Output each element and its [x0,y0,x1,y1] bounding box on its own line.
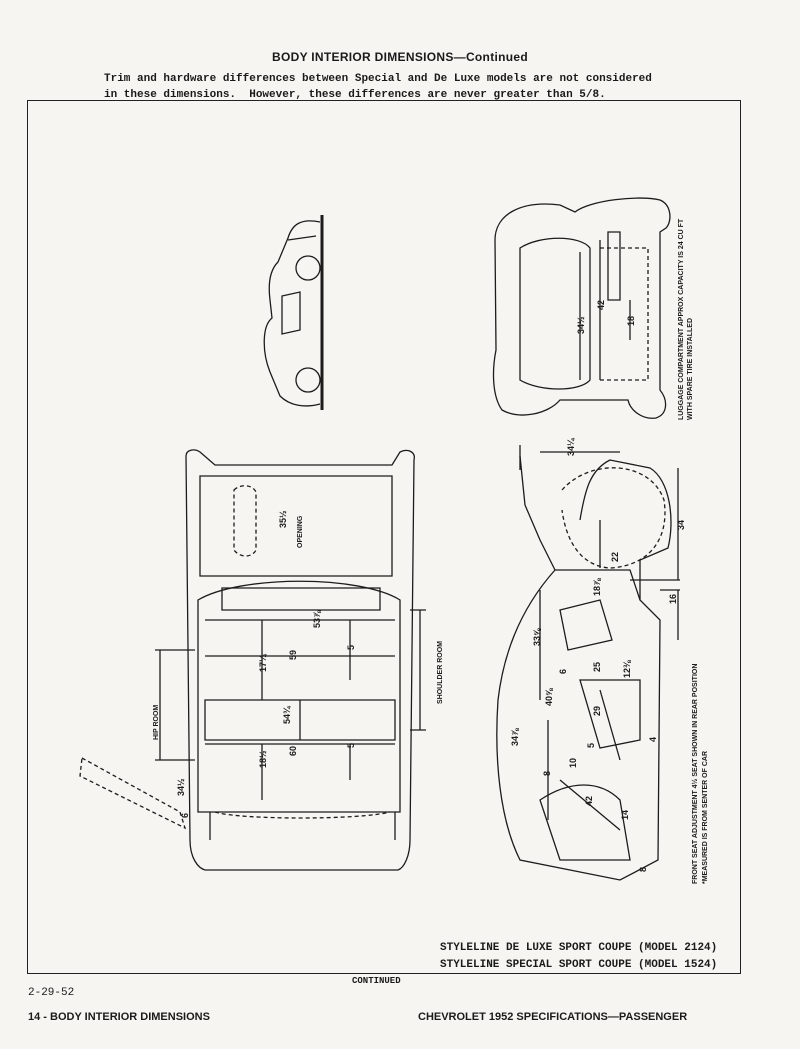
dim-opening: 35½ [278,510,288,528]
dim-18-side: 18⅞ [592,578,602,596]
dim-10: 10 [568,758,578,768]
caption-deluxe: STYLELINE DE LUXE SPORT COUPE (MODEL 212… [440,942,718,954]
dim-34-plan: 34½ [176,778,186,796]
dim-59: 59 [288,650,298,660]
dim-4: 4 [648,737,658,742]
dim-29: 29 [592,706,602,716]
hip-room-label: HIP ROOM [153,705,160,740]
dim-8: 8 [542,771,552,776]
figure-frame [27,100,741,974]
dim-5c: 5 [586,743,596,748]
car-side-view [263,215,324,410]
dim-5b: 5 [346,743,356,748]
dim-18: 18½ [258,750,268,768]
page-title: BODY INTERIOR DIMENSIONS—Continued [272,50,528,64]
intro-text: Trim and hardware differences between Sp… [104,71,704,103]
opening-label: OPENING [297,515,304,548]
seat-note-1: FRONT SEAT ADJUSTMENT 4½ SEAT SHOWN IN R… [691,664,699,884]
dim-34-luggage: 34½ [576,316,586,334]
dim-17: 17¼ [258,653,268,672]
dim-5a: 5 [346,645,356,650]
dim-42-lower: 42 [584,796,594,806]
luggage-compartment-view [492,197,671,419]
dim-6-plan: 6 [180,813,190,818]
dim-25: 25 [592,662,602,672]
dim-42: 42 [596,300,606,310]
shoulder-room-label: SHOULDER ROOM [437,641,444,704]
continued-label: CONTINUED [352,976,401,986]
dim-33: 33⅝ [532,628,542,646]
plan-view [79,449,426,871]
luggage-note-1: LUGGAGE COMPARTMENT APPROX CAPACITY IS 2… [678,218,685,420]
date-stamp: 2-29-52 [28,987,75,999]
dim-12: 12⅜ [622,660,632,678]
dim-6: 6 [558,669,568,674]
footer-left: 14 - BODY INTERIOR DIMENSIONS [28,1011,210,1023]
dim-8-lower: 8 [638,867,648,872]
intro-line-1: Trim and hardware differences between Sp… [104,73,652,85]
luggage-note-2: WITH SPARE TIRE INSTALLED [687,318,694,420]
dim-34-lower: 34⅞ [510,728,520,746]
dim-14: 14 [620,810,630,820]
dim-top-width: 53⅞ [312,610,322,628]
dim-60: 60 [288,746,298,756]
dim-54: 54¾ [282,705,292,724]
dim-40: 40⅝ [544,688,554,706]
side-section-view [496,445,680,881]
seat-note-2: *MEASURED IS FROM SENTER OF CAR [702,751,709,884]
dim-34-topbar: 34¼ [566,437,576,456]
dim-22: 22 [610,552,620,562]
footer-right: CHEVROLET 1952 SPECIFICATIONS—PASSENGER [418,1011,688,1023]
dim-16: 16 [668,594,678,604]
intro-line-2: in these dimensions. However, these diff… [104,89,606,101]
caption-special: STYLELINE SPECIAL SPORT COUPE (MODEL 152… [440,959,718,971]
dim-34-right: 34 [676,520,686,530]
dim-18-luggage: 18 [626,316,636,326]
